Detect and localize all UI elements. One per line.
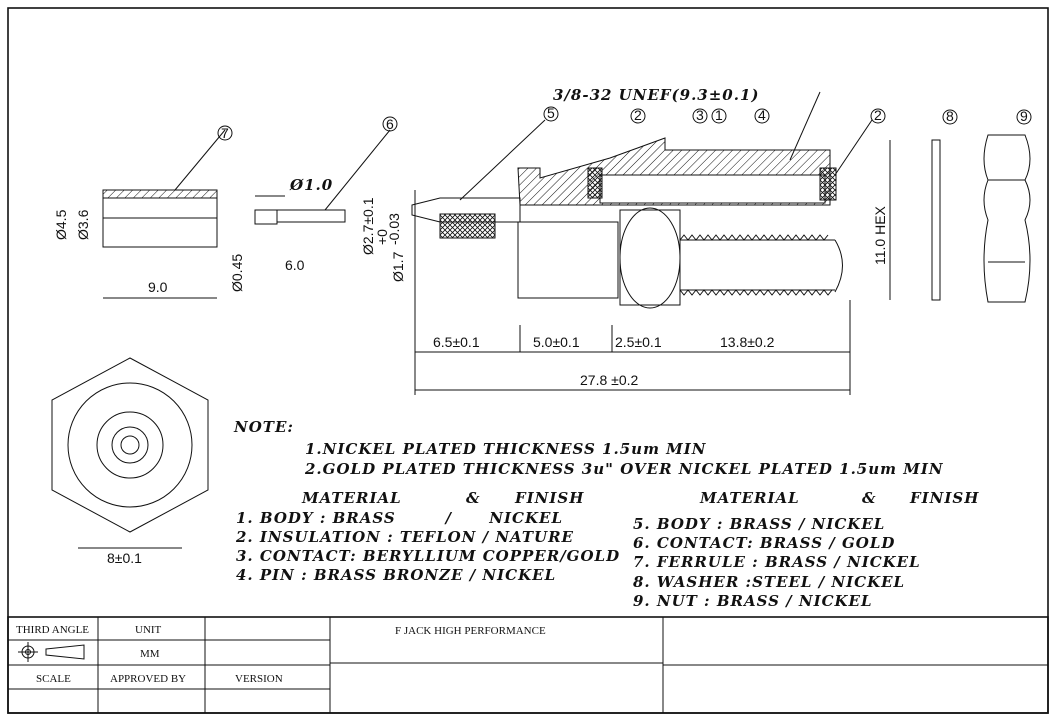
note-line-2: 2.GOLD PLATED THICKNESS 3u" OVER NICKEL … (304, 460, 944, 478)
callout-9-label: 9 (1020, 108, 1028, 124)
callout-2b-label: 2 (874, 107, 882, 123)
mat-right-item: 8. WASHER :STEEL / NICKEL (633, 573, 905, 591)
approved-by-label: APPROVED BY (110, 673, 186, 685)
dim-b: 5.0±0.1 (533, 334, 580, 350)
mat-left-header-material: MATERIAL (301, 489, 402, 507)
dim-pin-dia: Ø1.0 (289, 176, 333, 194)
dim-a: 6.5±0.1 (433, 334, 480, 350)
mat-left-item: 1. BODY : BRASS / NICKEL (236, 509, 563, 527)
mat-right-item: 5. BODY : BRASS / NICKEL (633, 515, 885, 533)
third-angle-label: THIRD ANGLE (16, 624, 89, 636)
dim-9: 9.0 (148, 279, 168, 295)
ferrule-view: 7 9.0 Ø4.5 Ø3.6 (53, 125, 233, 299)
callout-7 (217, 125, 233, 141)
dim-tol-plus: +0 (374, 229, 390, 245)
mat-right-header-material: MATERIAL (699, 489, 800, 507)
unit-value: MM (140, 648, 160, 660)
dim-d36: Ø3.6 (75, 209, 91, 240)
dim-hex: 11.0 HEX (872, 205, 888, 265)
callout-8-label: 8 (946, 108, 954, 124)
callout-2-label: 2 (634, 107, 642, 123)
dim-hex-width: 8±0.1 (107, 550, 142, 566)
mat-right-header-amp: & (862, 489, 877, 507)
note-line-1: 1.NICKEL PLATED THICKNESS 1.5um MIN (305, 440, 707, 458)
mat-right-item: 9. NUT : BRASS / NICKEL (633, 592, 873, 610)
drawing-border (7, 7, 1049, 714)
dim-total: 27.8 ±0.2 (580, 372, 638, 388)
note-heading: NOTE: (233, 418, 294, 436)
dim-tol-minus: -0.03 (386, 213, 402, 245)
washer-nut-view: 8 9 (931, 108, 1032, 303)
dim-c: 2.5±0.1 (615, 334, 662, 350)
dim-d45: Ø4.5 (53, 209, 69, 240)
jack-assembly: 3/8-32 UNEF(9.3±0.1) 5 2 3 1 4 2 6.5±0.1… (360, 86, 891, 395)
version-label: VERSION (235, 673, 283, 685)
unit-label: UNIT (135, 624, 162, 636)
mat-right-item: 7. FERRULE : BRASS / NICKEL (633, 553, 921, 571)
callout-7-label: 7 (221, 125, 229, 141)
dim-d045: Ø0.45 (229, 254, 245, 292)
drawing-title: F JACK HIGH PERFORMANCE (395, 625, 546, 637)
dim-d: 13.8±0.2 (720, 334, 775, 350)
dim-thread: 3/8-32 UNEF(9.3±0.1) (553, 86, 760, 104)
callout-4-label: 4 (758, 107, 766, 123)
mat-right-header-finish: FINISH (909, 489, 979, 507)
callout-1-label: 1 (715, 107, 723, 123)
mat-left-item: 4. PIN : BRASS BRONZE / NICKEL (236, 566, 556, 584)
mat-left-item: 2. INSULATION : TEFLON / NATURE (235, 528, 574, 546)
title-block: THIRD ANGLE UNIT MM SCALE APPROVED BY VE… (7, 616, 1049, 714)
mat-left-header-finish: FINISH (514, 489, 584, 507)
mat-right-item: 6. CONTACT: BRASS / GOLD (633, 534, 895, 552)
dim-d17: Ø1.7 (390, 251, 406, 282)
mat-left-header-amp: & (466, 489, 481, 507)
notes: NOTE: 1.NICKEL PLATED THICKNESS 1.5um MI… (233, 418, 979, 610)
dim-6: 6.0 (285, 257, 305, 273)
callout-3-label: 3 (696, 107, 704, 123)
pin-view: 6 Ø1.0 6.0 Ø0.45 (229, 116, 398, 292)
mat-left-item: 3. CONTACT: BERYLLIUM COPPER/GOLD (236, 547, 620, 565)
hex-end-view: 8±0.1 (51, 357, 209, 566)
scale-label: SCALE (36, 673, 71, 685)
callout-6-label: 6 (386, 116, 394, 132)
third-angle-projection-icon (18, 642, 85, 662)
dim-d27: Ø2.7±0.1 (360, 197, 376, 255)
callout-5-label: 5 (547, 105, 555, 121)
